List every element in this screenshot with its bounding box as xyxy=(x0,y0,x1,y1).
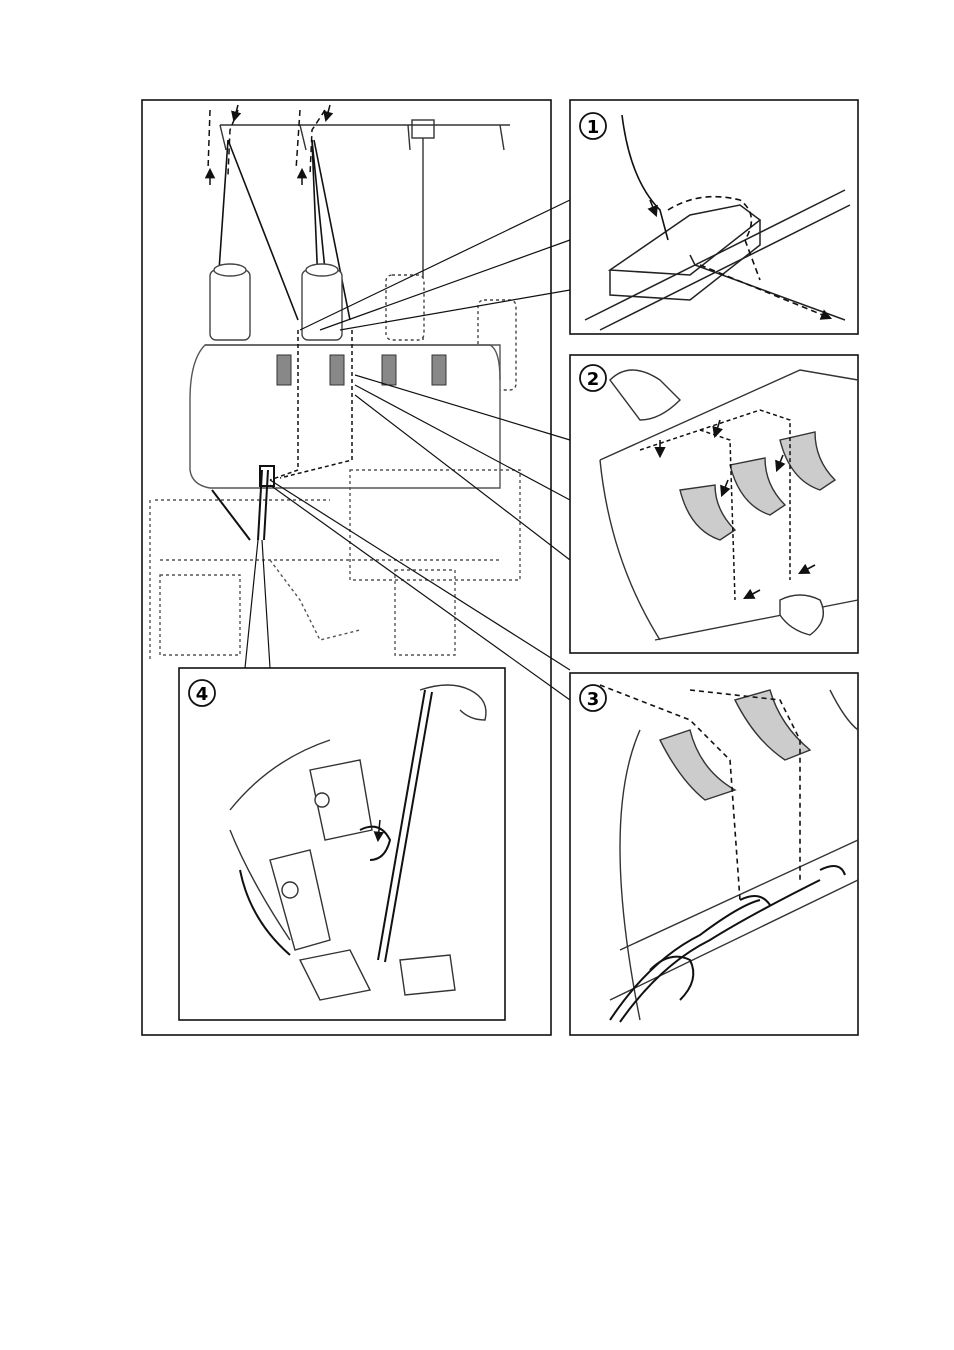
detail-panel-2: 2 xyxy=(570,355,858,653)
step-number-2: 2 xyxy=(587,369,600,390)
detail-panel-3: 3 xyxy=(570,673,858,1035)
detail-panel-4: 4 xyxy=(179,668,505,1020)
detail-panel-1: 1 xyxy=(570,100,858,334)
step-number-3: 3 xyxy=(587,689,600,710)
step-number-4: 4 xyxy=(196,684,209,705)
step-number-1: 1 xyxy=(587,117,600,138)
